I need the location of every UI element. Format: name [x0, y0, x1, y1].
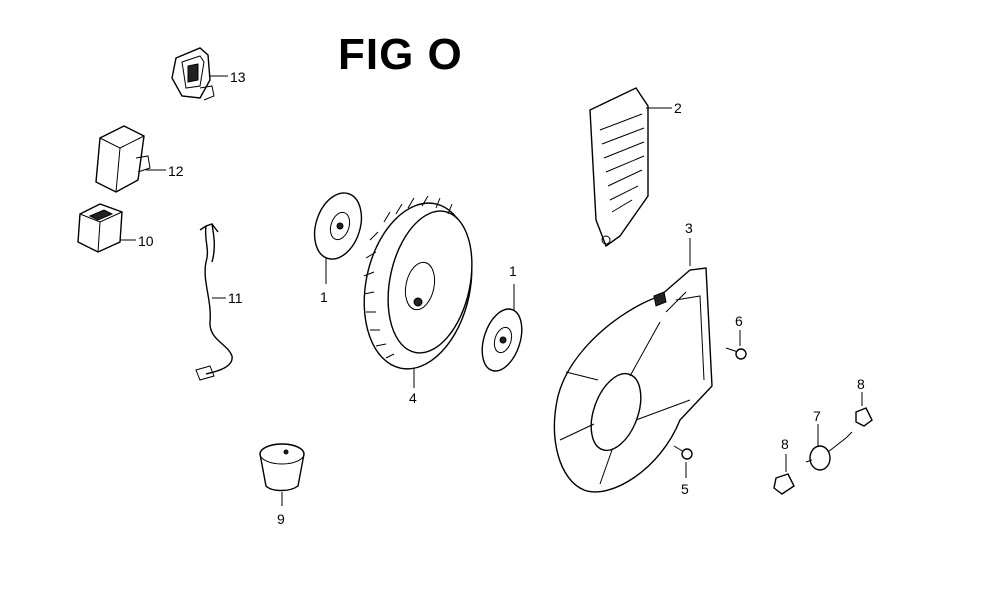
callout-7: 7	[813, 408, 821, 424]
part-7-fuel-filter	[805, 424, 853, 471]
callout-4: 4	[409, 390, 417, 406]
part-11-wire-harness	[195, 223, 233, 381]
callout-2: 2	[674, 100, 682, 116]
part-8-right-clamp	[855, 392, 873, 427]
part-4-flywheel	[363, 195, 473, 388]
callout-8-left: 8	[781, 436, 789, 452]
callout-1-right: 1	[509, 263, 517, 279]
callout-6: 6	[735, 313, 743, 329]
callout-10: 10	[138, 233, 154, 249]
callout-11: 11	[228, 290, 243, 306]
part-6-bolt	[725, 330, 747, 360]
callout-3: 3	[685, 220, 693, 236]
callout-8-right: 8	[857, 376, 865, 392]
part-2-finned-shroud	[589, 87, 672, 248]
part-3-fan-cover	[553, 238, 713, 493]
callout-9: 9	[277, 511, 285, 527]
part-1-left-pulley-plate	[313, 192, 363, 284]
part-8-left-clamp	[773, 454, 795, 495]
callout-5: 5	[681, 481, 689, 497]
part-13-switch-bracket	[171, 47, 228, 101]
part-5-bolt	[673, 445, 693, 478]
figure-title: FIG O	[338, 30, 463, 79]
callout-labels: 13 2 12 10 11 1 1 4 3 6 8 7 8 5 9	[138, 69, 865, 527]
part-1-right-pulley-plate	[481, 284, 523, 372]
part-12-coil-module	[95, 125, 166, 193]
part-10-block	[77, 203, 136, 253]
part-9-rubber-cap	[259, 443, 305, 506]
callout-1-left: 1	[320, 289, 328, 305]
callout-12: 12	[168, 163, 184, 179]
callout-13: 13	[230, 69, 246, 85]
